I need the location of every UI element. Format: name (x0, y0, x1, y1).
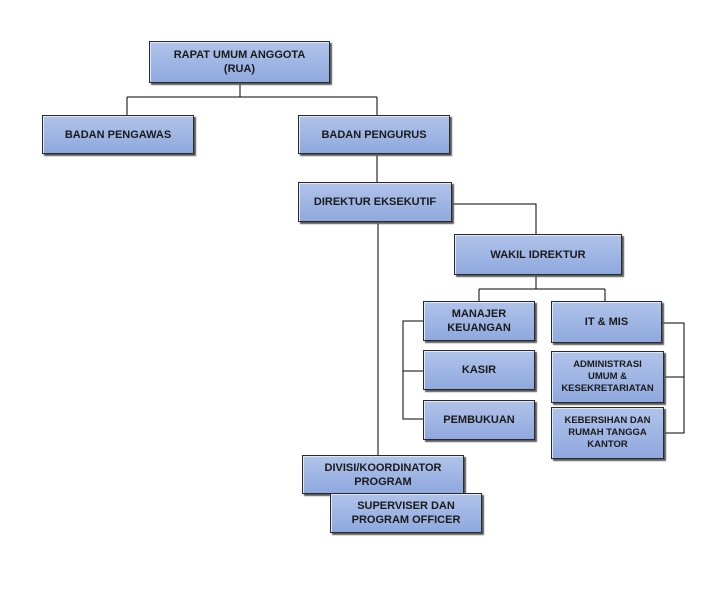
node-manajer-keuangan: MANAJER KEUANGAN (423, 301, 535, 341)
connector-rua (126, 83, 378, 115)
node-badan-pengawas: BADAN PENGAWAS (42, 115, 194, 154)
node-manajer-keuangan-label: MANAJER KEUANGAN (447, 308, 511, 334)
node-badan-pengurus: BADAN PENGURUS (298, 115, 450, 154)
node-wakil-direktur-label: WAKIL IDREKTUR (490, 248, 586, 261)
node-badan-pengawas-label: BADAN PENGAWAS (64, 128, 172, 141)
connector-it-bracket (662, 322, 685, 434)
node-superviser-label: SUPERVISER DAN PROGRAM OFFICER (351, 500, 461, 526)
node-kasir-label: KASIR (461, 364, 497, 376)
node-it-mis: IT & MIS (551, 301, 662, 343)
node-wakil-direktur: WAKIL IDREKTUR (454, 234, 622, 275)
connector-direktur-wakil (452, 203, 537, 234)
node-rua: RAPAT UMUM ANGGOTA (RUA) (149, 41, 330, 83)
node-rua-label: RAPAT UMUM ANGGOTA (RUA) (173, 49, 306, 75)
node-divisi-koordinator: DIVISI/KOORDINATOR PROGRAM (302, 455, 464, 494)
node-kasir: KASIR (423, 350, 535, 390)
node-direktur-eksekutif-label: DIREKTUR EKSEKUTIF (313, 196, 437, 208)
node-pembukuan: PEMBUKUAN (423, 400, 535, 440)
node-administrasi-label: ADMINISTRASI UMUM & KESEKRETARIATAN (561, 359, 654, 394)
connector-keuangan-bracket (402, 320, 423, 420)
node-it-mis-label: IT & MIS (584, 316, 629, 328)
node-kebersihan-label: KEBERSIHAN DAN RUMAH TANGGA KANTOR (564, 415, 651, 450)
node-pembukuan-label: PEMBUKUAN (443, 414, 515, 426)
node-superviser: SUPERVISER DAN PROGRAM OFFICER (330, 493, 482, 533)
node-badan-pengurus-label: BADAN PENGURUS (321, 128, 427, 141)
connector-wakil (478, 275, 606, 301)
node-administrasi: ADMINISTRASI UMUM & KESEKRETARIATAN (551, 351, 664, 403)
node-direktur-eksekutif: DIREKTUR EKSEKUTIF (298, 182, 452, 222)
node-divisi-koordinator-label: DIVISI/KOORDINATOR PROGRAM (324, 461, 442, 488)
node-kebersihan: KEBERSIHAN DAN RUMAH TANGGA KANTOR (551, 407, 664, 459)
